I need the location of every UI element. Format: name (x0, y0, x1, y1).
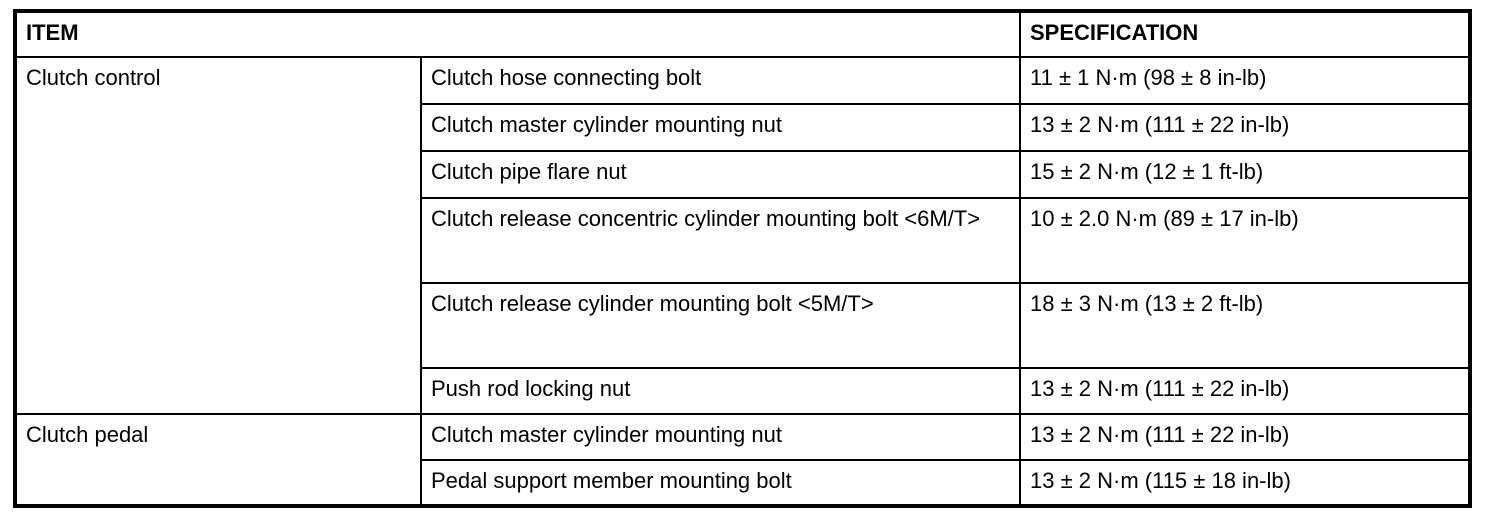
spec-cell: 10 ± 2.0 N·m (89 ± 17 in-lb) (1019, 197, 1471, 284)
spec-cell: 13 ± 2 N·m (111 ± 22 in-lb) (1019, 367, 1471, 415)
item-cell: Clutch master cylinder mounting nut (420, 103, 1021, 152)
item-cell: Clutch master cylinder mounting nut (420, 413, 1021, 461)
table-row: Clutch pipe flare nut 15 ± 2 N·m (12 ± 1… (15, 150, 1471, 199)
group-cell-clutch-control: Clutch control (14, 56, 422, 415)
table-header-row: ITEM SPECIFICATION (14, 10, 1471, 58)
spec-cell: 18 ± 3 N·m (13 ± 2 ft-lb) (1019, 282, 1471, 369)
spec-cell: 13 ± 2 N·m (111 ± 22 in-lb) (1019, 413, 1471, 461)
spec-cell: 15 ± 2 N·m (12 ± 1 ft-lb) (1019, 150, 1471, 199)
table-row: Clutch release concentric cylinder mount… (15, 197, 1471, 284)
item-cell: Clutch pipe flare nut (420, 150, 1021, 199)
group-cell-clutch-pedal: Clutch pedal (14, 413, 422, 507)
torque-spec-table: ITEM SPECIFICATION Clutch control Clutch… (13, 9, 1472, 508)
item-cell: Clutch release cylinder mounting bolt <5… (420, 282, 1021, 369)
item-cell: Push rod locking nut (420, 367, 1021, 415)
spec-cell: 13 ± 2 N·m (111 ± 22 in-lb) (1019, 103, 1471, 152)
table-row: Push rod locking nut 13 ± 2 N·m (111 ± 2… (15, 367, 1471, 415)
item-cell: Clutch release concentric cylinder mount… (420, 197, 1021, 284)
table-row: Clutch control Clutch hose connecting bo… (14, 56, 1471, 415)
spec-cell: 13 ± 2 N·m (115 ± 18 in-lb) (1019, 459, 1471, 507)
item-cell: Pedal support member mounting bolt (420, 459, 1021, 507)
table-row: Clutch pedal Clutch master cylinder moun… (14, 413, 1471, 507)
table-row: Clutch master cylinder mounting nut 13 ±… (15, 103, 1471, 152)
spec-cell: 11 ± 1 N·m (98 ± 8 in-lb) (1019, 56, 1471, 105)
column-header-item: ITEM (14, 10, 1021, 58)
column-header-specification: SPECIFICATION (1019, 10, 1471, 58)
table-row: Clutch release cylinder mounting bolt <5… (15, 282, 1471, 369)
table-row: Pedal support member mounting bolt 13 ± … (15, 459, 1471, 507)
item-cell: Clutch hose connecting bolt (420, 56, 1021, 105)
